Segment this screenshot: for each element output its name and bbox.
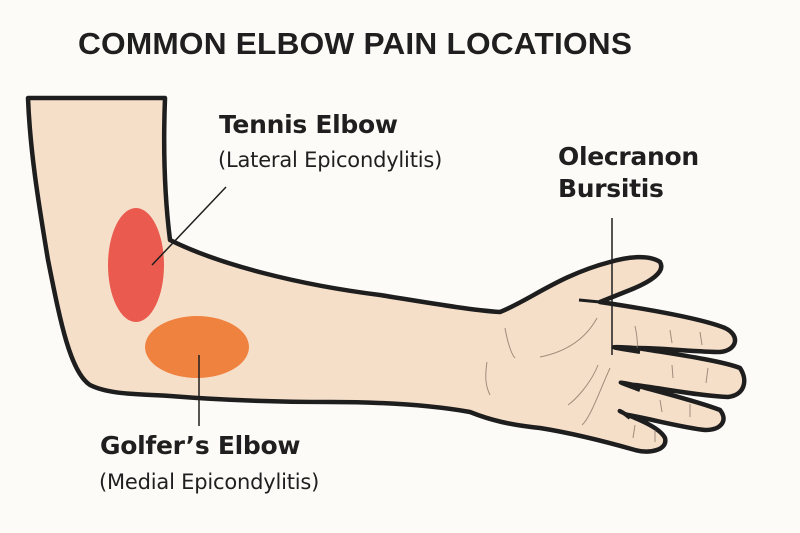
golfers-elbow-label: Golfer’s Elbow — [100, 431, 301, 460]
olecranon-label-line2: Bursitis — [558, 174, 664, 203]
tennis-elbow-spot — [108, 208, 164, 322]
tennis-leader-line — [151, 186, 227, 266]
diagram-title: COMMON ELBOW PAIN LOCATIONS — [78, 26, 633, 61]
palm-creases — [485, 317, 709, 442]
finger-gap-3 — [617, 408, 632, 420]
olecranon-label-line1: Olecranon — [558, 142, 699, 171]
tennis-elbow-label: Tennis Elbow — [219, 110, 398, 139]
finger-gap-1 — [611, 344, 641, 354]
golfers-elbow-detail: (Medial Epicondylitis) — [99, 470, 320, 494]
tennis-elbow-detail: (Lateral Epicondylitis) — [218, 148, 443, 172]
finger-gap-2 — [618, 380, 641, 392]
golfers-elbow-spot — [145, 316, 249, 378]
thumb-line — [578, 298, 601, 304]
